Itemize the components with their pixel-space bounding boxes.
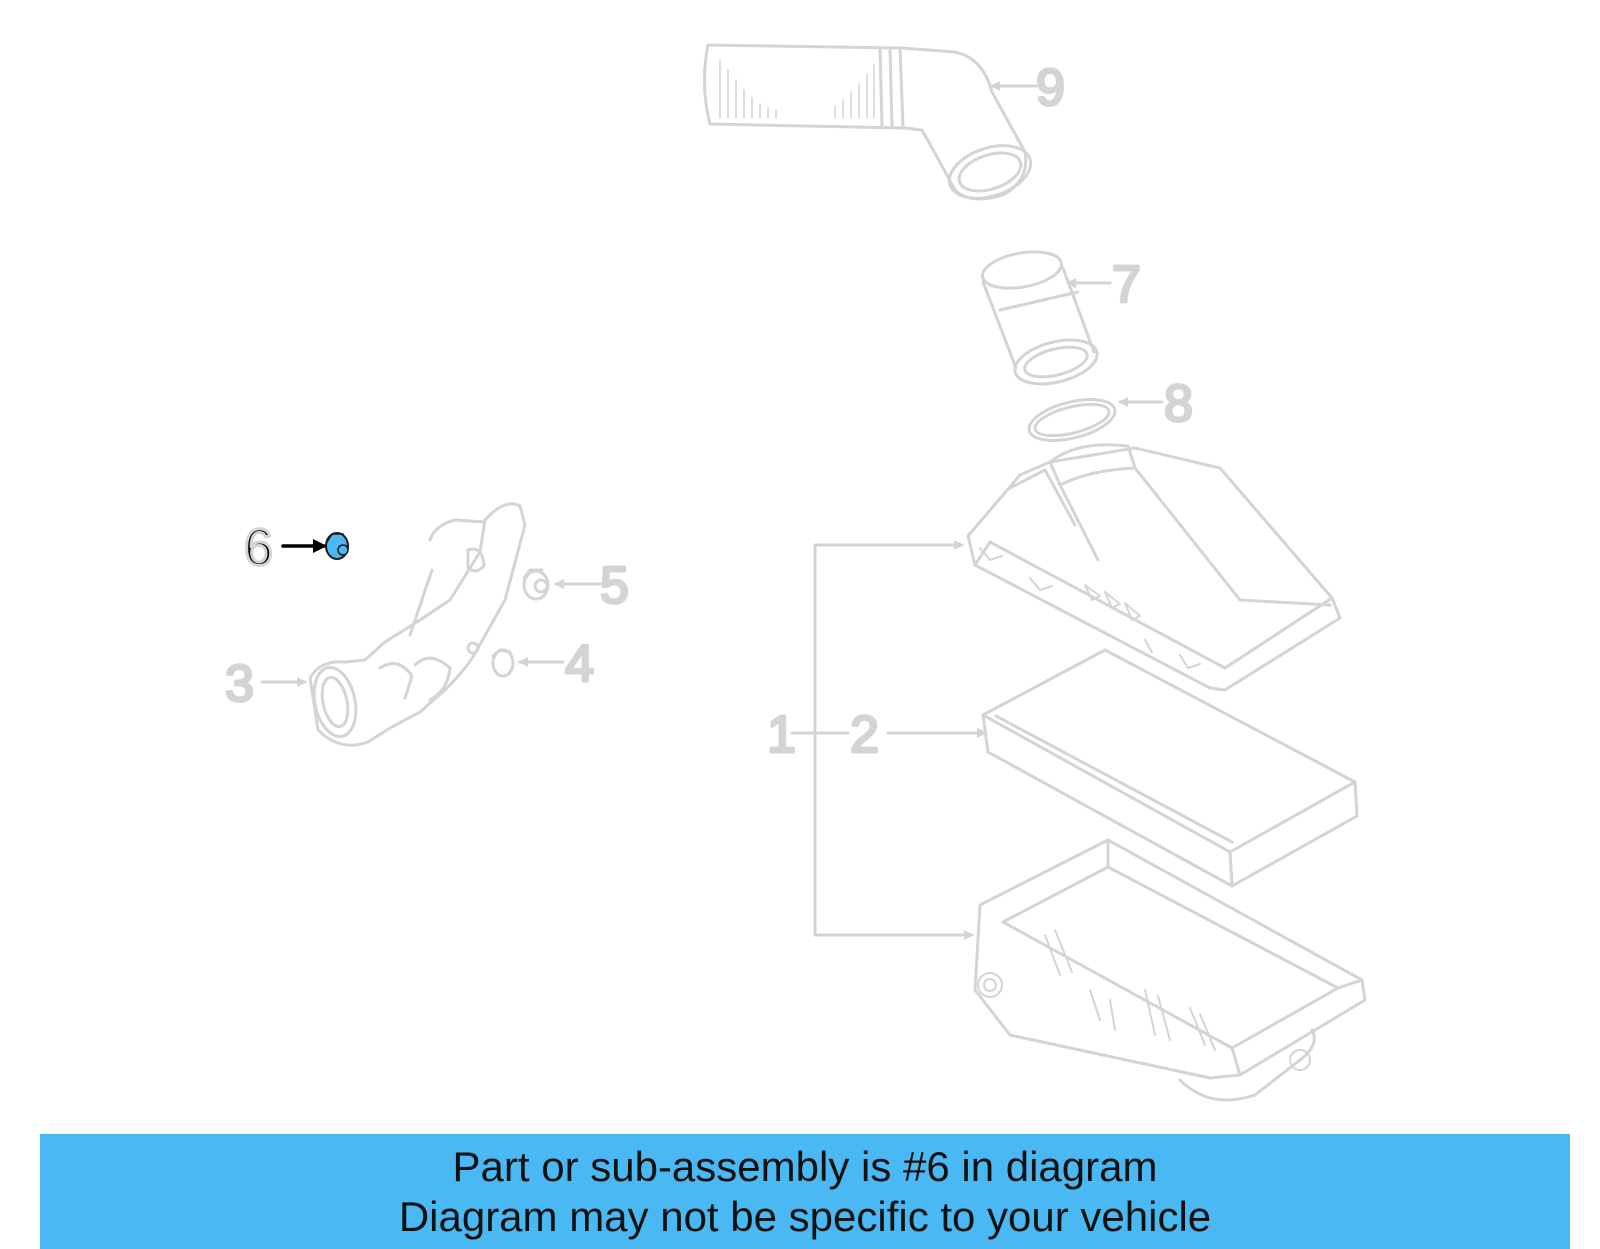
callout-3: 3 [225, 655, 254, 713]
part-8-seal-ring [1027, 398, 1117, 442]
part-3-inlet-duct [308, 502, 527, 747]
callout-9: 9 [1036, 59, 1065, 117]
part-4-clip [491, 648, 515, 678]
callout-1: 1 [767, 706, 796, 764]
part-7-tube [980, 250, 1099, 386]
banner-line-part-reference: Part or sub-assembly is #6 in diagram [452, 1142, 1158, 1190]
part-1-upper-housing [966, 443, 1342, 692]
banner-line-disclaimer: Diagram may not be specific to your vehi… [398, 1192, 1212, 1240]
callout-2: 2 [850, 706, 879, 764]
callout-8: 8 [1164, 375, 1193, 433]
part-6-grommet-highlighted [325, 532, 349, 560]
callout-6: 6 [244, 519, 273, 577]
callout-7: 7 [1112, 256, 1141, 314]
part-9-intake-duct [702, 43, 1033, 201]
callout-5: 5 [600, 557, 629, 615]
part-2-filter-element [981, 648, 1359, 888]
part-5-nut [522, 568, 550, 601]
callout-4: 4 [565, 635, 594, 693]
part-1-lower-housing [973, 838, 1367, 1102]
callout-1-bracket [790, 540, 987, 940]
info-banner: Part or sub-assembly is #6 in diagram Di… [40, 1134, 1570, 1249]
